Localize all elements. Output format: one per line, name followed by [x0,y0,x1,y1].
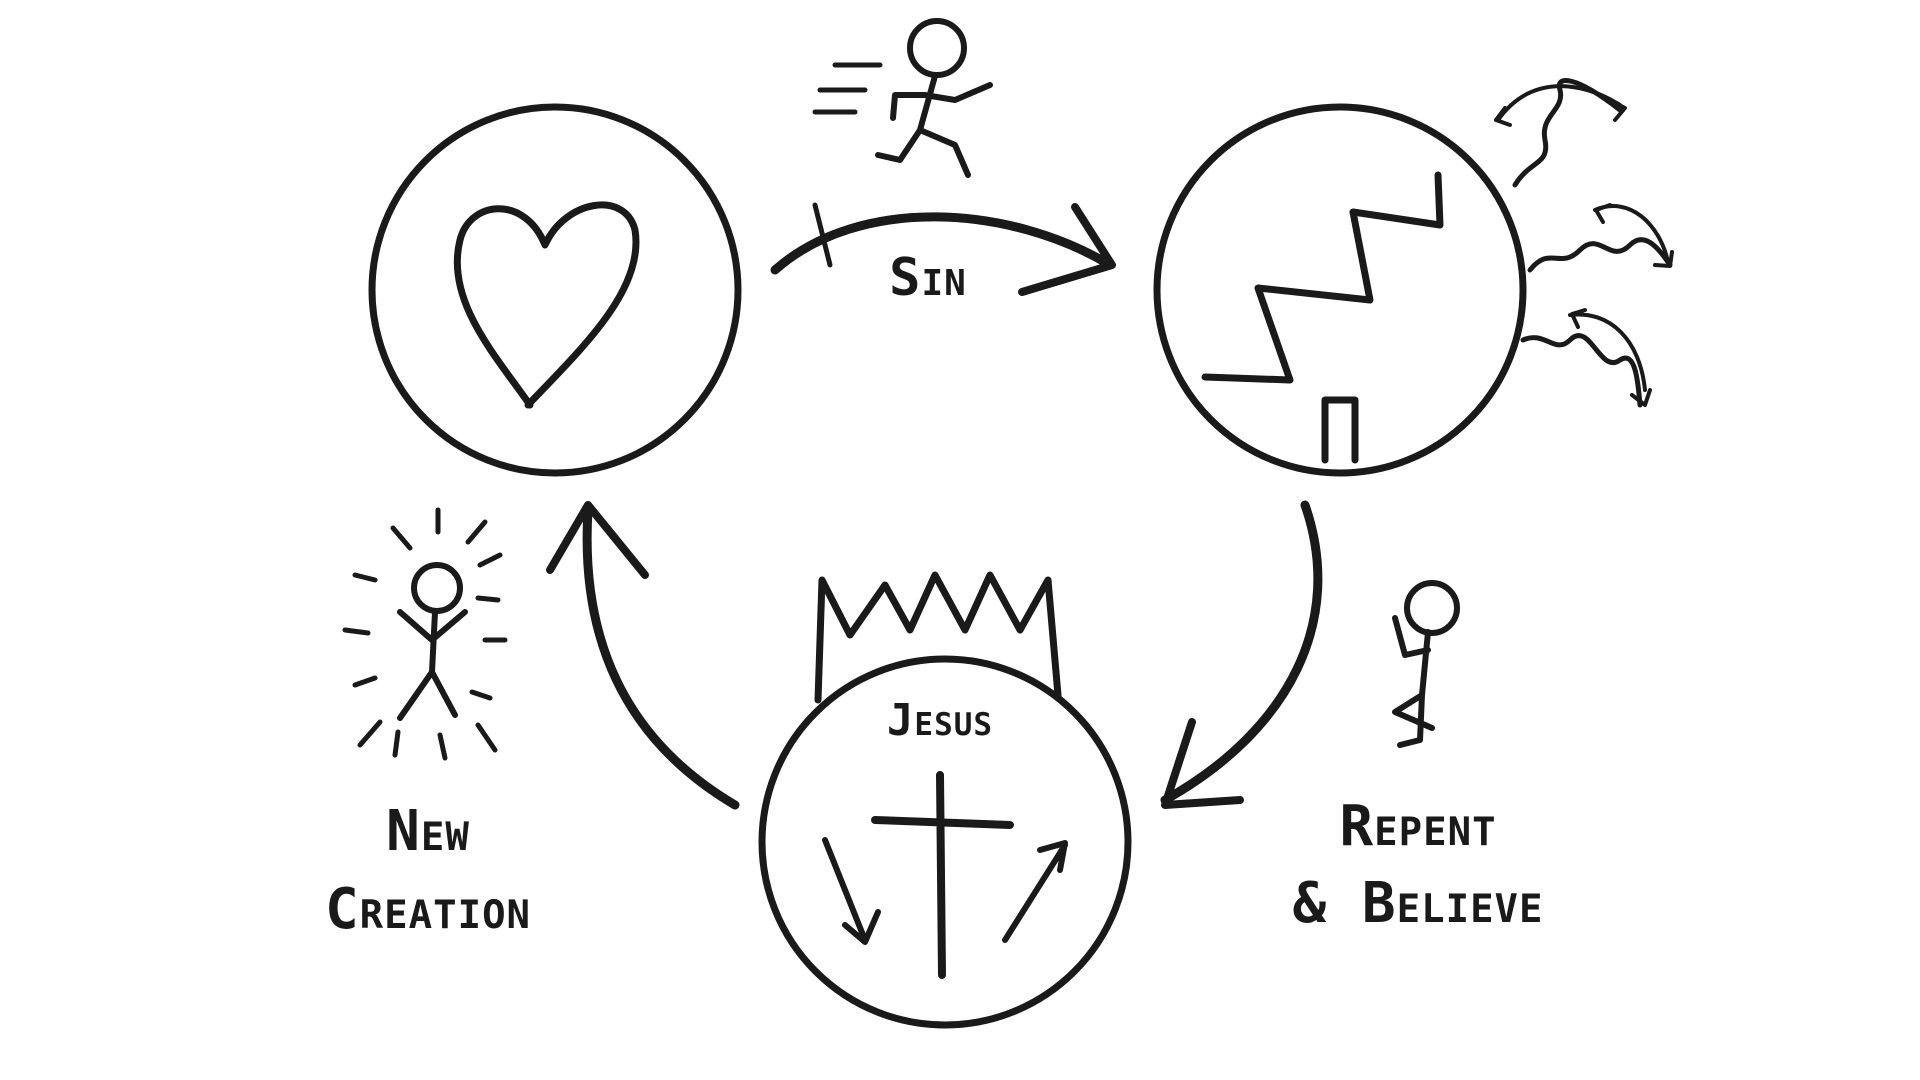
repent-label-line1: Repent [1339,794,1496,859]
zigzag-circle [1153,103,1527,477]
kneeling-person-icon [1392,580,1460,748]
heart-circle-outline [368,103,742,477]
crown-icon [814,571,1062,704]
repent-arrow [1160,500,1323,809]
squiggles-icon [1494,78,1674,408]
sin-label: Sin [889,248,967,308]
sin-arrow: Sin [770,202,1116,308]
new-creation-label-line2: Creation [325,877,531,942]
repent-label-line2: & Believe [1292,871,1543,936]
up-arrow-icon [1002,840,1068,943]
radiant-person-icon [342,507,508,761]
heart-icon [453,201,640,409]
cross-icon [871,771,1014,979]
jesus-label: Jesus [887,695,993,746]
zigzag-icon [1201,171,1444,384]
new-creation-arrow [546,501,740,810]
heart-circle [368,103,742,477]
cross-circle-outline [758,655,1132,1029]
new-creation-label-line1: New [386,799,470,864]
door-icon [1321,396,1359,464]
zigzag-circle-outline [1153,103,1527,477]
cross-circle: Jesus [758,655,1132,1029]
down-arrow-icon [822,837,881,945]
running-person-icon [812,18,993,178]
